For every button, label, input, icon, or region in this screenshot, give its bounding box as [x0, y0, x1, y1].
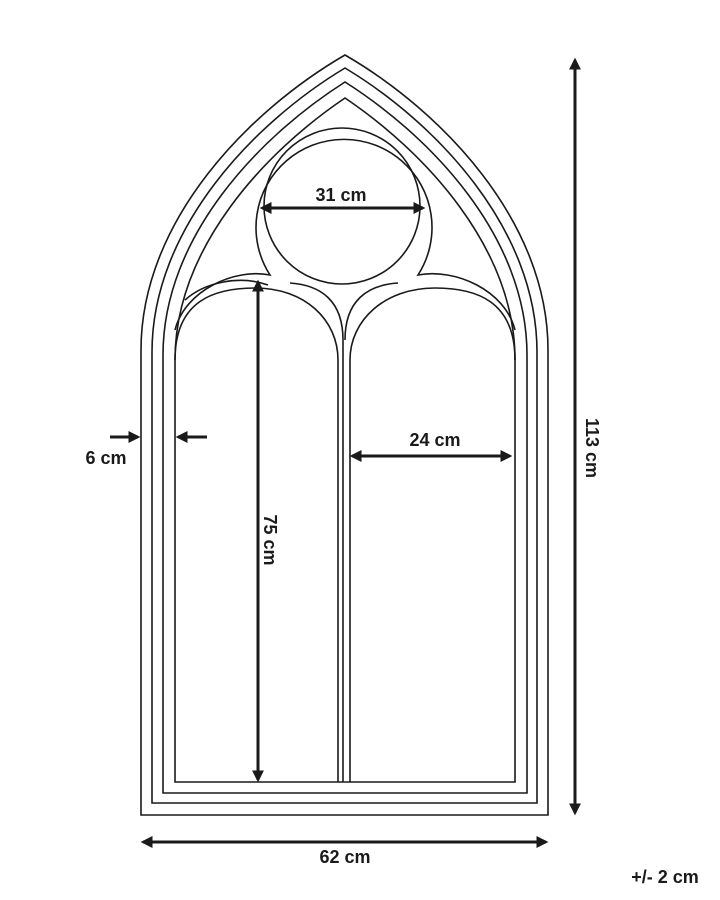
dimension-total-height: 113 cm — [569, 57, 602, 816]
dimension-total-width: 62 cm — [140, 836, 549, 867]
label-frame-width: 6 cm — [85, 448, 126, 468]
label-arch-height: 75 cm — [260, 514, 280, 565]
dimension-arch-width: 24 cm — [349, 430, 513, 462]
label-circle-width: 31 cm — [315, 185, 366, 205]
tolerance-note: +/- 2 cm — [631, 867, 699, 887]
dimension-circle-width: 31 cm — [259, 185, 426, 214]
dimension-arch-height: 75 cm — [252, 279, 280, 783]
label-arch-width: 24 cm — [409, 430, 460, 450]
outer-frame — [140, 54, 549, 816]
label-total-width: 62 cm — [319, 847, 370, 867]
dimension-frame-width: 6 cm — [85, 431, 207, 468]
label-total-height: 113 cm — [582, 418, 602, 478]
